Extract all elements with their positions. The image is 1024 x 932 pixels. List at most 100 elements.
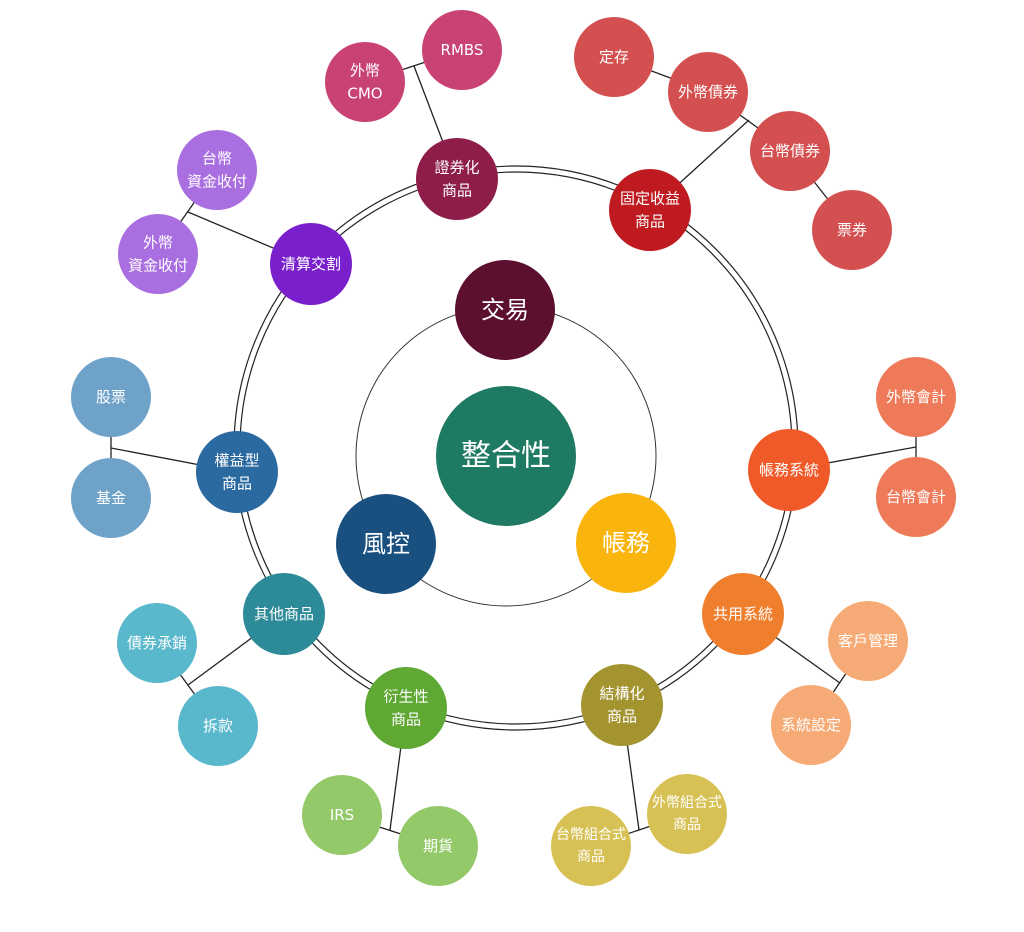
leaf-node-clearing-0-label: 台幣 bbox=[202, 149, 232, 167]
module-node-other[interactable]: 其他商品 bbox=[243, 573, 325, 655]
module-node-equity-label: 商品 bbox=[222, 475, 252, 493]
center-node-integration-circle bbox=[436, 386, 576, 526]
module-node-accounting-system[interactable]: 帳務系統 bbox=[748, 429, 830, 511]
leaf-node-equity-0-label: 股票 bbox=[96, 388, 126, 406]
center-node-integration[interactable]: 整合性 bbox=[436, 386, 576, 526]
leaf-node-securitization-1[interactable]: RMBS bbox=[422, 10, 502, 90]
leaf-node-shared-system-0[interactable]: 客戶管理 bbox=[828, 601, 908, 681]
module-node-accounting-system-circle bbox=[748, 429, 830, 511]
leaf-node-fixed-income-3[interactable]: 票券 bbox=[812, 190, 892, 270]
leaf-node-fixed-income-2-circle bbox=[750, 111, 830, 191]
leaf-node-fixed-income-2-label: 台幣債券 bbox=[760, 142, 820, 160]
leaf-node-structured-0-circle bbox=[647, 774, 727, 854]
module-node-equity-circle bbox=[196, 431, 278, 513]
leaf-node-fixed-income-1[interactable]: 外幣債券 bbox=[668, 52, 748, 132]
module-node-derivatives-label: 商品 bbox=[391, 711, 421, 729]
leaf-node-structured-0-label: 商品 bbox=[673, 817, 701, 833]
leaf-node-shared-system-1-circle bbox=[771, 685, 851, 765]
module-node-clearing[interactable]: 清算交割 bbox=[270, 223, 352, 305]
module-node-accounting-system-label: 帳務系統 bbox=[759, 461, 819, 479]
leaf-node-accounting-system-0-circle bbox=[876, 357, 956, 437]
leaf-node-securitization-0-circle bbox=[325, 42, 405, 122]
leaf-node-fixed-income-3-label: 票券 bbox=[837, 221, 867, 239]
pillar-node-trading[interactable]: 交易 bbox=[455, 260, 555, 360]
module-node-shared-system-circle bbox=[702, 573, 784, 655]
leaf-node-derivatives-1[interactable]: 期貨 bbox=[398, 806, 478, 886]
leaf-node-accounting-system-1-label: 台幣會計 bbox=[886, 488, 946, 506]
module-node-shared-system[interactable]: 共用系統 bbox=[702, 573, 784, 655]
leaf-node-clearing-0-circle bbox=[177, 130, 257, 210]
module-node-structured-label: 結構化 bbox=[599, 684, 644, 702]
pillar-node-accounting-label: 帳務 bbox=[602, 529, 650, 557]
pillar-node-risk[interactable]: 風控 bbox=[336, 494, 436, 594]
leaf-node-shared-system-1[interactable]: 系統設定 bbox=[771, 685, 851, 765]
leaf-node-securitization-1-label: RMBS bbox=[441, 41, 484, 59]
leaf-node-equity-0[interactable]: 股票 bbox=[71, 357, 151, 437]
pillar-node-accounting[interactable]: 帳務 bbox=[576, 493, 676, 593]
leaf-node-fixed-income-1-circle bbox=[668, 52, 748, 132]
module-node-clearing-label: 清算交割 bbox=[281, 255, 341, 273]
module-node-securitization-label: 證券化 bbox=[434, 158, 479, 176]
pillar-node-trading-circle bbox=[455, 260, 555, 360]
leaf-node-other-1[interactable]: 拆款 bbox=[178, 686, 258, 766]
leaf-node-equity-1-label: 基金 bbox=[96, 489, 126, 507]
leaf-node-other-0[interactable]: 債券承銷 bbox=[117, 603, 197, 683]
leaf-node-derivatives-1-label: 期貨 bbox=[423, 837, 453, 855]
leaf-node-structured-1-circle bbox=[551, 806, 631, 886]
module-node-structured-label: 商品 bbox=[607, 708, 637, 726]
leaf-node-derivatives-0[interactable]: IRS bbox=[302, 775, 382, 855]
leaf-node-securitization-0-label: 外幣 bbox=[350, 61, 380, 79]
leaf-node-accounting-system-1-circle bbox=[876, 457, 956, 537]
pillar-node-trading-label: 交易 bbox=[481, 296, 529, 324]
module-node-shared-system-label: 共用系統 bbox=[713, 605, 773, 623]
leaf-node-securitization-1-circle bbox=[422, 10, 502, 90]
leaf-node-shared-system-0-circle bbox=[828, 601, 908, 681]
module-node-securitization-circle bbox=[416, 138, 498, 220]
leaf-node-fixed-income-2[interactable]: 台幣債券 bbox=[750, 111, 830, 191]
leaf-node-securitization-0-label: CMO bbox=[347, 85, 382, 103]
leaf-node-structured-1-label: 商品 bbox=[577, 849, 605, 865]
module-node-fixed-income-label: 商品 bbox=[635, 213, 665, 231]
leaf-node-structured-1-label: 台幣組合式 bbox=[556, 827, 626, 843]
module-node-derivatives-label: 衍生性 bbox=[383, 687, 428, 705]
leaf-node-clearing-1-circle bbox=[118, 214, 198, 294]
leaf-node-fixed-income-0[interactable]: 定存 bbox=[574, 17, 654, 97]
pillar-node-risk-circle bbox=[336, 494, 436, 594]
leaf-node-fixed-income-3-circle bbox=[812, 190, 892, 270]
module-node-clearing-circle bbox=[270, 223, 352, 305]
leaf-node-equity-0-circle bbox=[71, 357, 151, 437]
module-node-fixed-income-label: 固定收益 bbox=[620, 189, 680, 207]
leaf-node-fixed-income-0-circle bbox=[574, 17, 654, 97]
leaf-node-equity-1-circle bbox=[71, 458, 151, 538]
leaf-node-equity-1[interactable]: 基金 bbox=[71, 458, 151, 538]
leaf-node-shared-system-1-label: 系統設定 bbox=[781, 716, 841, 734]
leaf-node-derivatives-0-circle bbox=[302, 775, 382, 855]
leaf-node-accounting-system-1[interactable]: 台幣會計 bbox=[876, 457, 956, 537]
leaf-node-clearing-0-label: 資金收付 bbox=[187, 173, 247, 191]
leaf-node-derivatives-1-circle bbox=[398, 806, 478, 886]
module-node-other-circle bbox=[243, 573, 325, 655]
module-node-securitization-label: 商品 bbox=[442, 182, 472, 200]
leaf-node-clearing-1-label: 資金收付 bbox=[128, 257, 188, 275]
module-node-derivatives-circle bbox=[365, 667, 447, 749]
pillar-node-accounting-circle bbox=[576, 493, 676, 593]
module-node-other-label: 其他商品 bbox=[254, 605, 314, 623]
leaf-node-accounting-system-0[interactable]: 外幣會計 bbox=[876, 357, 956, 437]
module-node-equity-label: 權益型 bbox=[214, 451, 259, 469]
leaf-node-accounting-system-0-label: 外幣會計 bbox=[886, 388, 946, 406]
leaf-node-fixed-income-1-label: 外幣債券 bbox=[678, 83, 738, 101]
leaf-node-securitization-0[interactable]: 外幣 CMO bbox=[325, 42, 405, 122]
leaf-node-structured-0-label: 外幣組合式 bbox=[652, 795, 722, 811]
center-node-integration-label: 整合性 bbox=[461, 439, 551, 474]
